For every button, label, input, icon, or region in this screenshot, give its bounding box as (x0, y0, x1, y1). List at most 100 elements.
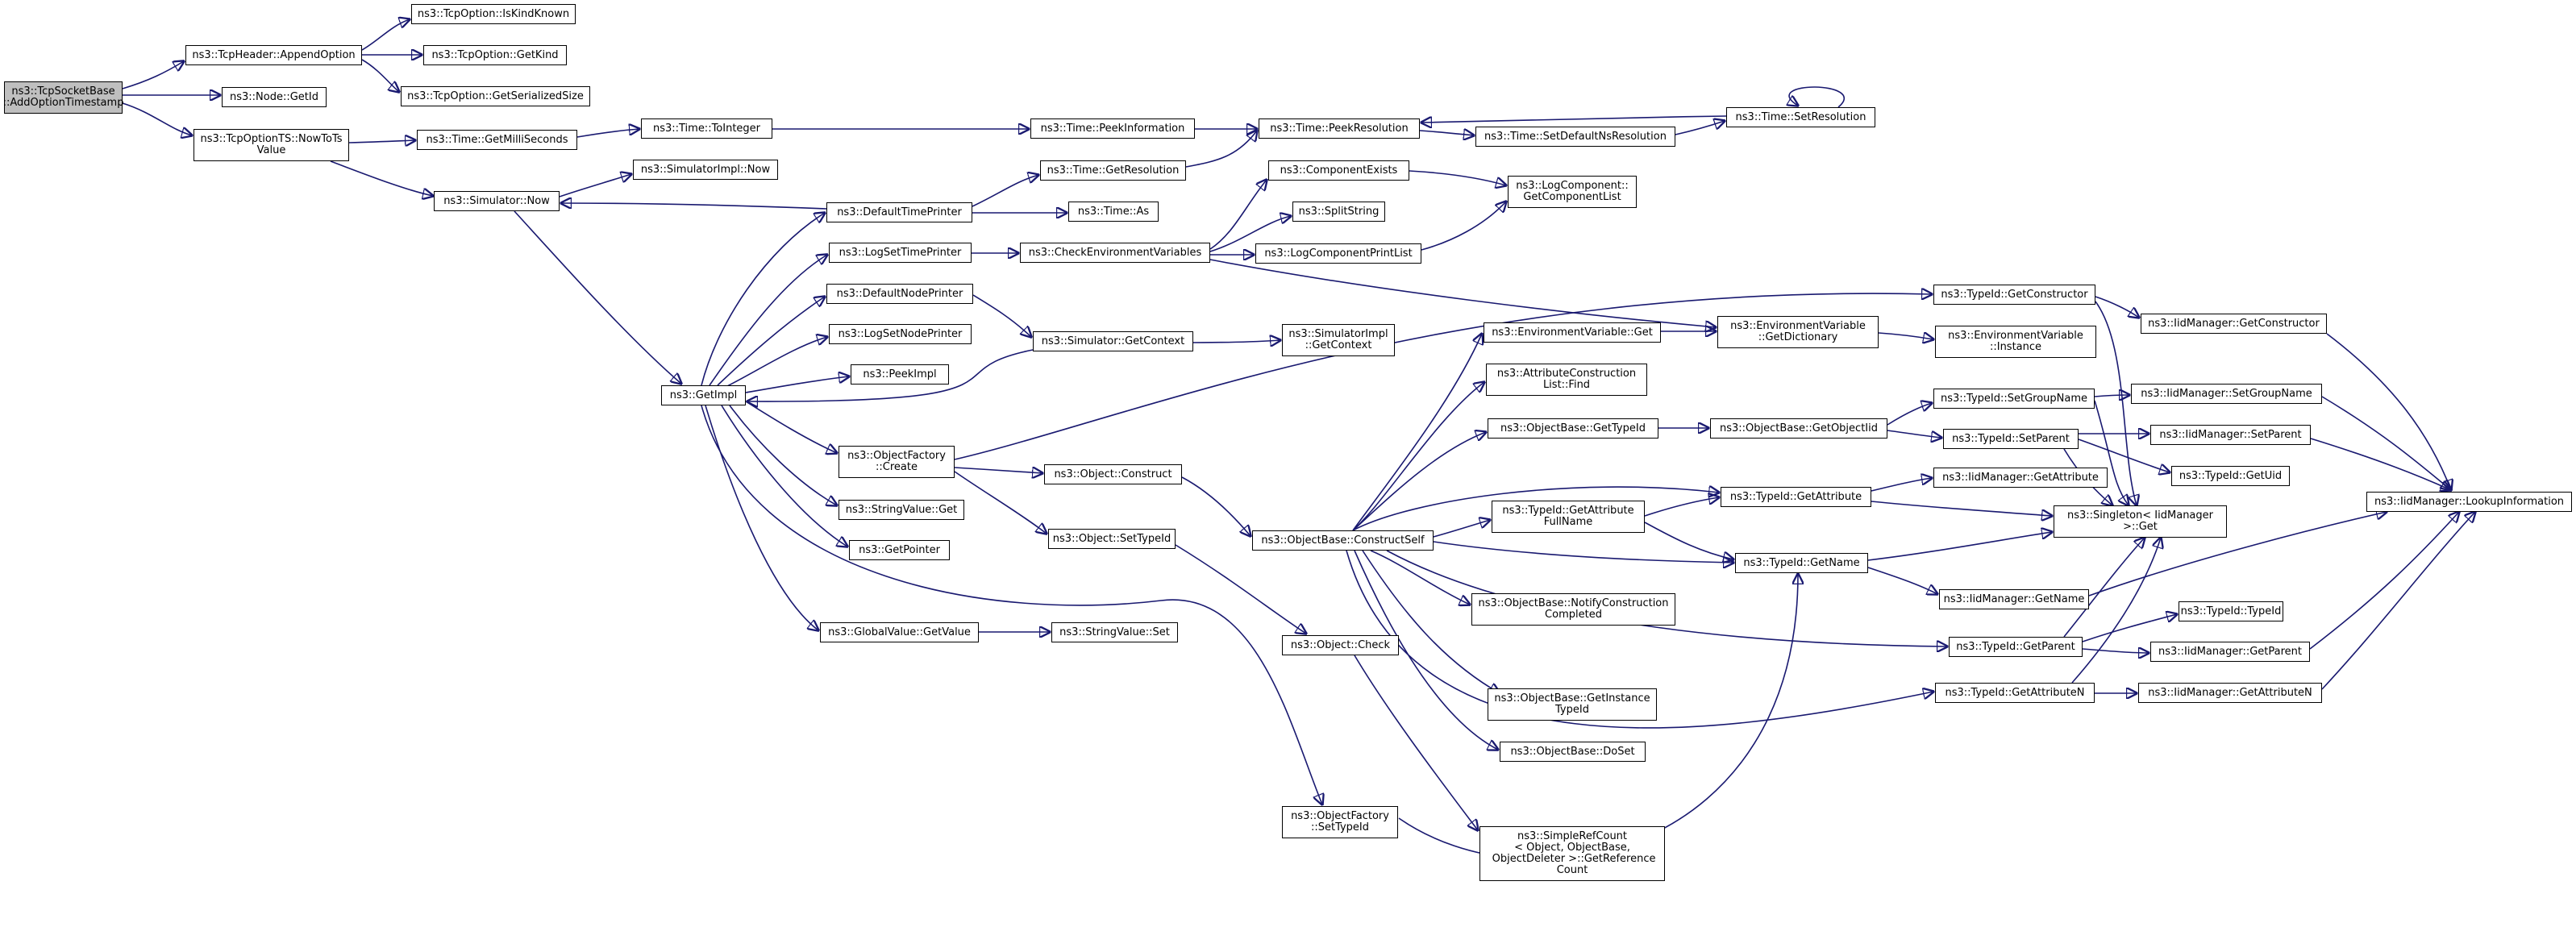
node-typeid-getuid[interactable]: ns3::TypeId::GetUid (2171, 466, 2290, 486)
node-objectbase-constructself[interactable]: ns3::ObjectBase::ConstructSelf (1252, 530, 1434, 551)
node-checkenvironmentvariables[interactable]: ns3::CheckEnvironmentVariables (1020, 243, 1210, 263)
node-simplerefcount-getreferencecount[interactable]: ns3::SimpleRefCount < Object, ObjectBase… (1479, 826, 1665, 881)
node-getpointer[interactable]: ns3::GetPointer (849, 540, 950, 560)
node-iidmanager-setparent[interactable]: ns3::IidManager::SetParent (2150, 425, 2311, 445)
call-edge (2082, 614, 2177, 642)
node-typeid-getconstructor[interactable]: ns3::TypeId::GetConstructor (1933, 285, 2095, 305)
call-edge (747, 349, 1034, 401)
node-simulator-getcontext[interactable]: ns3::Simulator::GetContext (1033, 331, 1193, 351)
node-simulatorimpl-now[interactable]: ns3::SimulatorImpl::Now (633, 160, 778, 180)
call-edge (514, 210, 681, 384)
call-edge (1352, 432, 1486, 531)
node-environmentvariable-instance[interactable]: ns3::EnvironmentVariable ::Instance (1935, 326, 2096, 358)
node-typeid-getattribute[interactable]: ns3::TypeId::GetAttribute (1721, 487, 1871, 507)
call-edge (348, 140, 415, 143)
node-defaultnodeprinter[interactable]: ns3::DefaultNodePrinter (826, 284, 973, 304)
call-edge (1887, 430, 1941, 438)
call-edge (954, 468, 1042, 473)
node-stringvalue-set[interactable]: ns3::StringValue::Set (1051, 622, 1178, 642)
call-edge (1362, 550, 1500, 693)
node-logsettimeprinter[interactable]: ns3::LogSetTimePrinter (829, 243, 972, 263)
node-object-construct[interactable]: ns3::Object::Construct (1044, 464, 1182, 484)
node-objectbase-notifyconstructioncompleted[interactable]: ns3::ObjectBase::NotifyConstruction Comp… (1471, 593, 1675, 626)
node-simulatorimpl-getcontext[interactable]: ns3::SimulatorImpl ::GetContext (1282, 324, 1395, 356)
node-time-tointeger[interactable]: ns3::Time::ToInteger (641, 118, 772, 139)
node-time-getresolution[interactable]: ns3::Time::GetResolution (1040, 160, 1186, 181)
node-iidmanager-getattributen[interactable]: ns3::IidManager::GetAttributeN (2138, 683, 2322, 703)
node-time-setresolution[interactable]: ns3::Time::SetResolution (1726, 107, 1875, 127)
node-objectbase-gettypeid[interactable]: ns3::ObjectBase::GetTypeId (1488, 418, 1658, 439)
node-attributeconstructionlist-find[interactable]: ns3::AttributeConstruction List::Find (1486, 364, 1647, 396)
node-tcpoptionts-nowtotsvalue[interactable]: ns3::TcpOptionTS::NowToTs Value (194, 129, 349, 161)
node-typeid-setparent[interactable]: ns3::TypeId::SetParent (1943, 429, 2079, 449)
node-stringvalue-get[interactable]: ns3::StringValue::Get (839, 500, 964, 520)
node-objectfactory-settypeid[interactable]: ns3::ObjectFactory ::SetTypeId (1282, 806, 1398, 838)
node-object-check[interactable]: ns3::Object::Check (1282, 635, 1399, 655)
call-edge (1386, 550, 1947, 646)
node-componentexists[interactable]: ns3::ComponentExists (1268, 160, 1409, 181)
node-iidmanager-getname[interactable]: ns3::IidManager::GetName (1939, 589, 2089, 609)
node-time-getmilliseconds[interactable]: ns3::Time::GetMilliSeconds (417, 130, 577, 150)
node-singleton-iidmanager-get[interactable]: ns3::Singleton< IidManager >::Get (2054, 505, 2227, 538)
call-edge (1871, 501, 2052, 516)
node-typeid-setgroupname[interactable]: ns3::TypeId::SetGroupName (1933, 389, 2095, 409)
node-time-peekinformation[interactable]: ns3::Time::PeekInformation (1030, 118, 1195, 139)
node-objectbase-getobjectiid[interactable]: ns3::ObjectBase::GetObjectIid (1710, 418, 1887, 439)
call-edge (1421, 115, 1727, 123)
node-peekimpl[interactable]: ns3::PeekImpl (851, 364, 949, 385)
call-edge (1370, 550, 1470, 605)
node-tcpheader-appendoption[interactable]: ns3::TcpHeader::AppendOption (185, 45, 362, 65)
node-logsetnodeprinter[interactable]: ns3::LogSetNodePrinter (829, 324, 972, 344)
call-edge (1867, 532, 2052, 561)
node-environmentvariable-getdictionary[interactable]: ns3::EnvironmentVariable ::GetDictionary (1717, 316, 1879, 348)
node-iidmanager-getattribute[interactable]: ns3::IidManager::GetAttribute (1933, 468, 2108, 488)
call-edge (1421, 202, 1506, 251)
node-iidmanager-getconstructor[interactable]: ns3::IidManager::GetConstructor (2141, 314, 2327, 334)
node-typeid-getattributen[interactable]: ns3::TypeId::GetAttributeN (1935, 683, 2095, 703)
node-tcpoption-iskindknown[interactable]: ns3::TcpOption::IsKindKnown (411, 4, 576, 24)
node-typeid-getattributefullname[interactable]: ns3::TypeId::GetAttribute FullName (1492, 501, 1645, 533)
node-simulator-now[interactable]: ns3::Simulator::Now (434, 191, 560, 211)
call-edge (1867, 567, 1937, 594)
call-edge (1192, 340, 1280, 343)
call-edge (1209, 180, 1267, 250)
node-typeid-getname[interactable]: ns3::TypeId::GetName (1735, 553, 1868, 573)
node-iidmanager-getparent[interactable]: ns3::IidManager::GetParent (2150, 642, 2310, 662)
node-tcpsocketbase-addoptiontimestamp[interactable]: ns3::TcpSocketBase ::AddOptionTimestamp (3, 81, 123, 114)
node-tcpoption-getkind[interactable]: ns3::TcpOption::GetKind (423, 45, 567, 65)
call-edge (1419, 131, 1474, 135)
call-edge (1878, 333, 1933, 339)
node-environmentvariable-get[interactable]: ns3::EnvironmentVariable::Get (1484, 322, 1661, 343)
call-edge (2078, 439, 2170, 472)
call-edge (721, 405, 847, 547)
call-edge (1644, 522, 1733, 559)
node-globalvalue-getvalue[interactable]: ns3::GlobalValue::GetValue (820, 622, 979, 642)
node-getimpl[interactable]: ns3::GetImpl (661, 385, 746, 405)
node-splitstring[interactable]: ns3::SplitString (1292, 202, 1385, 222)
node-typeid-typeid[interactable]: ns3::TypeId::TypeId (2179, 601, 2283, 621)
node-iidmanager-setgroupname[interactable]: ns3::IidManager::SetGroupName (2131, 384, 2322, 404)
node-iidmanager-lookupinformation[interactable]: ns3::IidManager::LookupInformation (2366, 492, 2572, 512)
call-edge (972, 175, 1038, 207)
node-objectbase-getinstancetypeid[interactable]: ns3::ObjectBase::GetInstance TypeId (1488, 688, 1657, 721)
node-time-peekresolution[interactable]: ns3::Time::PeekResolution (1259, 118, 1420, 139)
node-time-as[interactable]: ns3::Time::As (1068, 202, 1159, 222)
node-time-setdefaultnsresolution[interactable]: ns3::Time::SetDefaultNsResolution (1475, 127, 1675, 147)
call-edge (2094, 395, 2129, 397)
node-logcomponentprintlist[interactable]: ns3::LogComponentPrintList (1255, 243, 1421, 264)
node-typeid-getparent[interactable]: ns3::TypeId::GetParent (1949, 637, 2083, 657)
call-edge (2095, 296, 2139, 318)
node-tcpoption-getserializedsize[interactable]: ns3::TcpOption::GetSerializedSize (401, 86, 590, 106)
node-objectbase-doset[interactable]: ns3::ObjectBase::DoSet (1500, 742, 1646, 762)
node-object-settypeid[interactable]: ns3::Object::SetTypeId (1048, 529, 1176, 549)
node-defaulttimeprinter[interactable]: ns3::DefaultTimePrinter (826, 202, 972, 222)
call-edge (2088, 512, 2387, 597)
call-edge (1209, 216, 1291, 252)
call-edge (361, 19, 410, 51)
node-objectfactory-create[interactable]: ns3::ObjectFactory ::Create (839, 446, 955, 478)
node-logcomponent-getcomponentlist[interactable]: ns3::LogComponent:: GetComponentList (1508, 176, 1637, 208)
call-edge (1352, 334, 1482, 531)
node-node-getid[interactable]: ns3::Node::GetId (222, 87, 327, 107)
